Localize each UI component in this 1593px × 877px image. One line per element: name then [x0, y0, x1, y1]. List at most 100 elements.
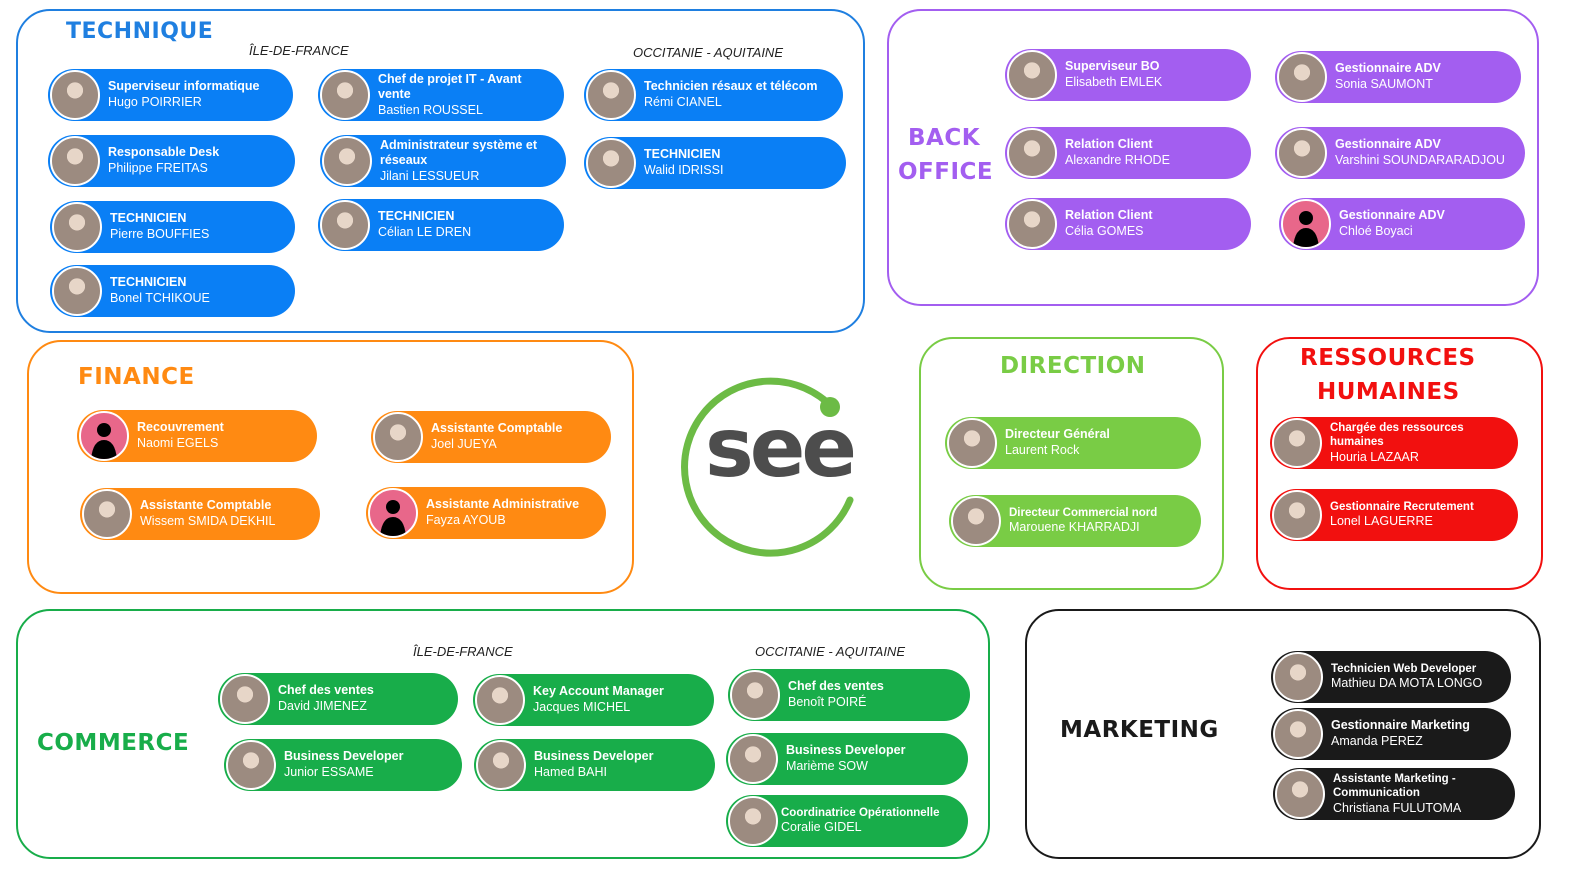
- technique-region-idf: ÎLE-DE-FRANCE: [249, 43, 349, 58]
- person-name: Varshini SOUNDARARADJOU: [1335, 153, 1505, 167]
- avatar: [1007, 199, 1057, 249]
- role: Gestionnaire ADV: [1335, 137, 1441, 152]
- role: Directeur Commercial nord: [1009, 507, 1158, 519]
- back-office-card[interactable]: Relation Client Alexandre RHODE: [1005, 127, 1251, 179]
- person-name: Amanda PEREZ: [1331, 734, 1423, 748]
- person-name: Marième SOW: [786, 759, 868, 773]
- technique-card[interactable]: Technicien résaux et télécom Rémi CIANEL: [584, 69, 843, 121]
- technique-title: TECHNIQUE: [66, 19, 214, 44]
- avatar: [1273, 709, 1323, 759]
- avatar: [1277, 52, 1327, 102]
- back-office-card[interactable]: Relation Client Célia GOMES: [1005, 198, 1251, 250]
- role: Gestionnaire ADV: [1335, 61, 1441, 76]
- commerce-card[interactable]: Business Developer Hamed BAHI: [474, 739, 715, 791]
- back-office-card[interactable]: Gestionnaire ADV Sonia SAUMONT: [1275, 51, 1521, 103]
- technique-card[interactable]: Superviseur informatique Hugo POIRRIER: [48, 69, 293, 121]
- marketing-card[interactable]: Gestionnaire Marketing Amanda PEREZ: [1271, 708, 1511, 760]
- person-name: Bonel TCHIKOUE: [110, 291, 210, 305]
- finance-card[interactable]: Assistante Comptable Wissem SMIDA DEKHIL: [80, 488, 320, 540]
- back-office-title-line1: BACK: [908, 125, 981, 151]
- finance-card[interactable]: Assistante Administrative Fayza AYOUB: [366, 487, 606, 539]
- marketing-card[interactable]: Assistante Marketing - Communication Chr…: [1273, 768, 1515, 820]
- person-name: Célia GOMES: [1065, 224, 1144, 238]
- avatar: [220, 674, 270, 724]
- logo-ring-icon: [681, 377, 854, 557]
- role: Coordinatrice Opérationnelle: [781, 807, 940, 819]
- back-office-card[interactable]: Gestionnaire ADV Chloé Boyaci: [1279, 198, 1525, 250]
- technique-card[interactable]: Chef de projet IT - Avant vente Bastien …: [318, 69, 564, 121]
- person-silhouette-icon: [1293, 211, 1319, 247]
- finance-section: FINANCE Recouvrement Naomi EGELS Assista…: [27, 340, 634, 594]
- role: Assistante Comptable: [140, 498, 272, 513]
- avatar: [1272, 418, 1322, 468]
- person-name: Jilani LESSUEUR: [380, 168, 480, 183]
- commerce-card[interactable]: Chef des ventes Benoît POIRÉ: [728, 669, 970, 721]
- back-office-section: BACK OFFICE Superviseur BO Elisabeth EML…: [887, 9, 1539, 306]
- see-logo: see: [680, 370, 870, 560]
- finance-card[interactable]: Assistante Comptable Joel JUEYA: [371, 411, 611, 463]
- avatar: [320, 200, 370, 250]
- person-name: Joel JUEYA: [431, 437, 497, 451]
- rh-card[interactable]: Chargée des ressources humaines Houria L…: [1270, 417, 1518, 469]
- role: Superviseur BO: [1065, 59, 1160, 74]
- direction-card[interactable]: Directeur Général Laurent Rock: [945, 417, 1201, 469]
- avatar-placeholder: [79, 411, 129, 461]
- avatar: [947, 418, 997, 468]
- rh-title-line2: HUMAINES: [1317, 379, 1460, 405]
- avatar: [728, 734, 778, 784]
- technique-card[interactable]: TECHNICIEN Bonel TCHIKOUE: [50, 265, 295, 317]
- logo-text: see: [704, 401, 857, 496]
- commerce-card[interactable]: Coordinatrice Opérationnelle Coralie GID…: [726, 795, 968, 847]
- avatar: [52, 202, 102, 252]
- technique-section: TECHNIQUE ÎLE-DE-FRANCE OCCITANIE - AQUI…: [16, 9, 865, 333]
- avatar: [728, 796, 778, 846]
- person-name: Célian LE DREN: [378, 225, 472, 239]
- avatar-placeholder: [368, 488, 418, 538]
- role: Administrateur système et réseaux: [380, 137, 538, 168]
- finance-title: FINANCE: [78, 364, 195, 390]
- avatar: [82, 489, 132, 539]
- technique-card[interactable]: TECHNICIEN Célian LE DREN: [318, 199, 564, 251]
- back-office-card[interactable]: Superviseur BO Elisabeth EMLEK: [1005, 49, 1251, 101]
- technique-card[interactable]: Responsable Desk Philippe FREITAS: [48, 135, 295, 187]
- person-name: Bastien ROUSSEL: [378, 102, 483, 117]
- marketing-card[interactable]: Technicien Web Developer Mathieu DA MOTA…: [1271, 651, 1511, 703]
- role: TECHNICIEN: [110, 211, 187, 226]
- role: Assistante Marketing - Communication: [1333, 772, 1456, 800]
- role: TECHNICIEN: [110, 275, 187, 290]
- commerce-title: COMMERCE: [37, 730, 190, 756]
- role: Chargée des ressources humaines: [1330, 421, 1464, 449]
- role: Business Developer: [284, 749, 404, 764]
- rh-section: RESSOURCES HUMAINES Chargée des ressourc…: [1256, 337, 1543, 590]
- person-silhouette-icon: [380, 500, 406, 536]
- role: Assistante Comptable: [431, 421, 563, 436]
- commerce-card[interactable]: Business Developer Marième SOW: [726, 733, 968, 785]
- commerce-card[interactable]: Business Developer Junior ESSAME: [224, 739, 462, 791]
- direction-section: DIRECTION Directeur Général Laurent Rock…: [919, 337, 1224, 590]
- direction-card[interactable]: Directeur Commercial nord Marouene KHARR…: [949, 495, 1201, 547]
- direction-title: DIRECTION: [1000, 353, 1146, 379]
- technique-card[interactable]: TECHNICIEN Pierre BOUFFIES: [50, 201, 295, 253]
- avatar: [476, 740, 526, 790]
- role: Recouvrement: [137, 420, 224, 435]
- person-name: Sonia SAUMONT: [1335, 77, 1433, 91]
- commerce-card[interactable]: Key Account Manager Jacques MICHEL: [473, 674, 714, 726]
- role: Directeur Général: [1005, 427, 1110, 442]
- rh-card[interactable]: Gestionnaire Recrutement Lonel LAGUERRE: [1270, 489, 1518, 541]
- back-office-card[interactable]: Gestionnaire ADV Varshini SOUNDARARADJOU: [1275, 127, 1525, 179]
- avatar: [730, 670, 780, 720]
- commerce-section: COMMERCE ÎLE-DE-FRANCE OCCITANIE - AQUIT…: [16, 609, 990, 859]
- avatar: [586, 70, 636, 120]
- role: Gestionnaire Recrutement: [1330, 501, 1474, 513]
- technique-card[interactable]: TECHNICIEN Walid IDRISSI: [584, 137, 846, 189]
- person-silhouette-icon: [91, 423, 117, 459]
- commerce-card[interactable]: Chef des ventes David JIMENEZ: [218, 673, 458, 725]
- commerce-region-occ: OCCITANIE - AQUITAINE: [755, 644, 905, 659]
- role: Gestionnaire Marketing: [1331, 718, 1470, 733]
- technique-card[interactable]: Administrateur système et réseaux Jilani…: [320, 135, 566, 187]
- role: TECHNICIEN: [644, 147, 721, 162]
- finance-card[interactable]: Recouvrement Naomi EGELS: [77, 410, 317, 462]
- avatar: [1275, 769, 1325, 819]
- person-name: Houria LAZAAR: [1330, 449, 1419, 464]
- role: Responsable Desk: [108, 145, 220, 160]
